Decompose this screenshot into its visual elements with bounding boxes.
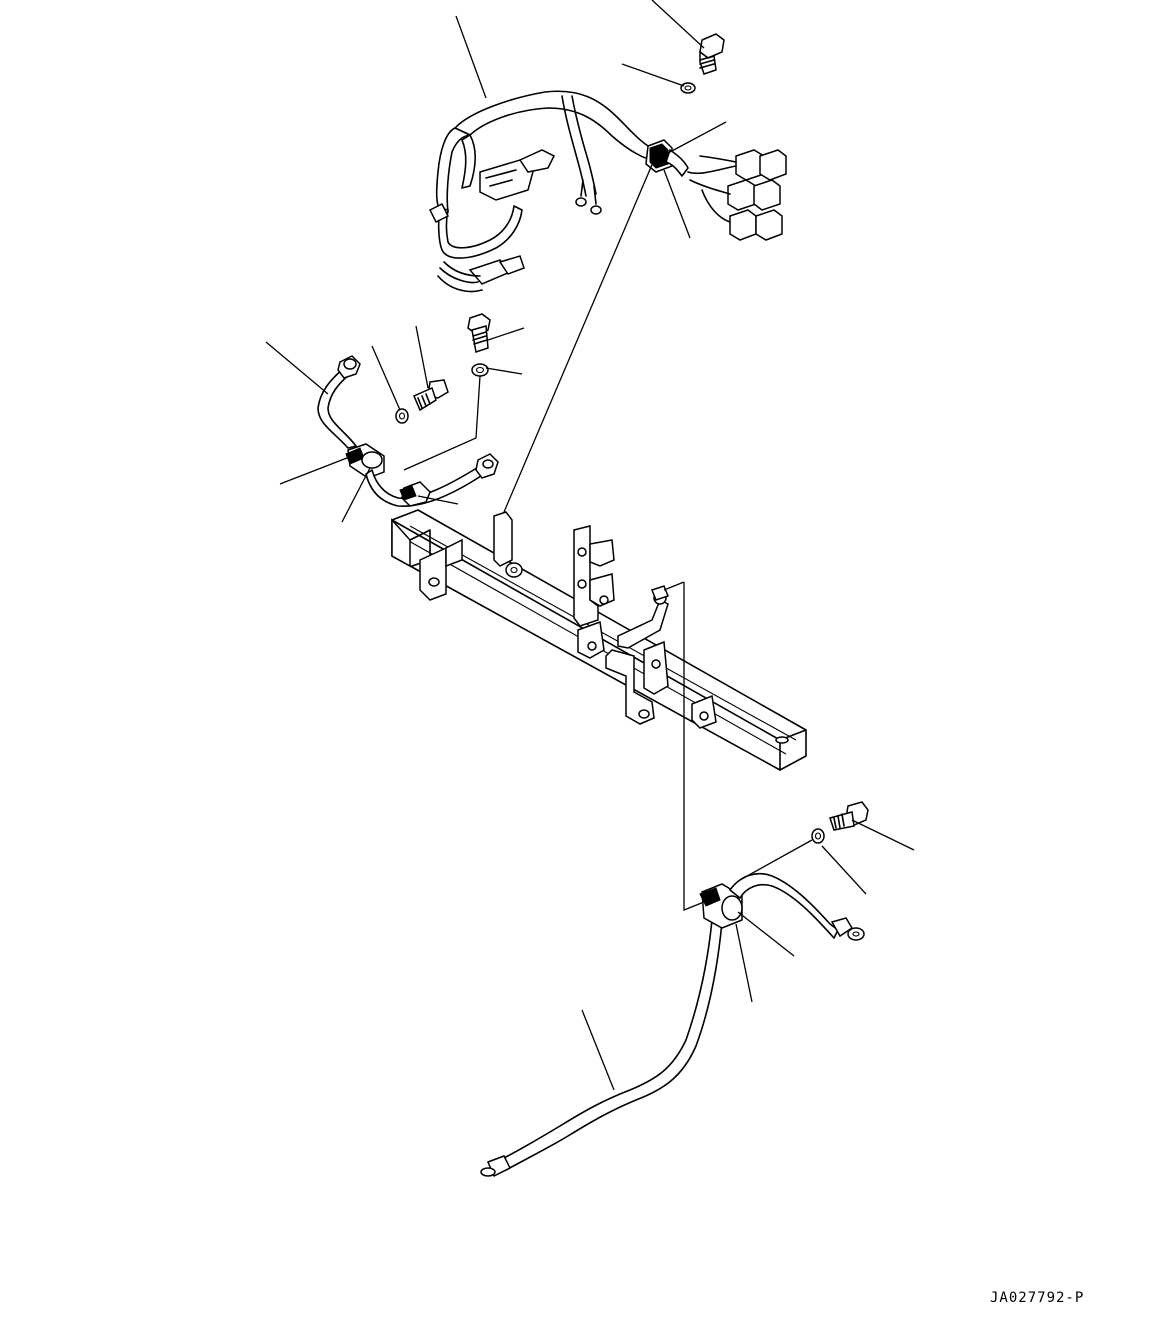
bolt-top <box>699 33 725 75</box>
bolt-lower <box>829 801 869 831</box>
bolt-middle-right <box>467 313 491 353</box>
washer-top <box>680 82 696 94</box>
lower-cable-assembly <box>480 872 865 1178</box>
washer-middle-right <box>471 363 489 377</box>
upper-wiring-harness <box>428 90 787 293</box>
frame-cross-member <box>391 509 807 771</box>
middle-cable-assembly <box>317 355 499 507</box>
assembly-lines <box>403 159 813 911</box>
washer-lower <box>811 828 825 844</box>
washer-middle-left <box>395 408 409 424</box>
callout-leaders <box>265 0 915 1091</box>
bolt-middle-left <box>413 379 449 412</box>
connector-cluster <box>687 149 787 241</box>
drawing-code: JA027792-P <box>990 1290 1085 1306</box>
